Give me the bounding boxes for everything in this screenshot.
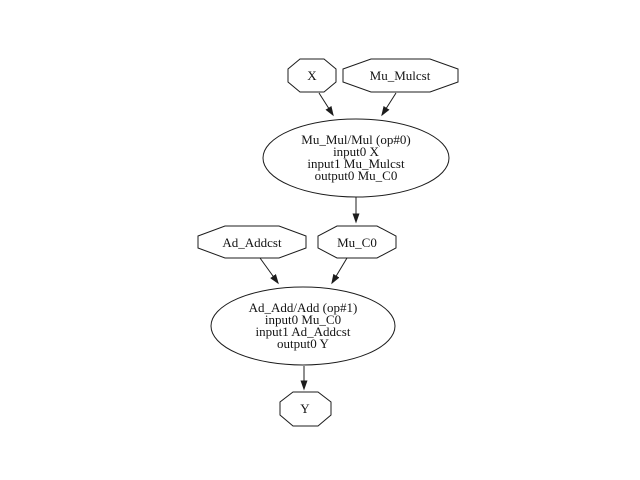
- node-mu-mulcst: Mu_Mulcst: [342, 58, 459, 93]
- node-ad-add-ellipse: [210, 286, 396, 366]
- node-y-octagon: [279, 391, 332, 427]
- node-ad-add: Ad_Add/Add (op#1) input0 Mu_C0 input1 Ad…: [210, 286, 396, 366]
- node-mu-mul-line-1: Mu_Mul/Mul (op#0): [301, 132, 410, 147]
- node-y: Y: [279, 391, 332, 427]
- edge-ad-addcst-to-ad-add: [259, 257, 279, 285]
- node-ad-add-line-3: input1 Ad_Addcst: [256, 324, 351, 339]
- node-ad-addcst-octagon: [197, 225, 307, 259]
- edge-x-to-mu-mul: [318, 92, 334, 117]
- node-mu-mulcst-label: Mu_Mulcst: [370, 68, 431, 83]
- node-ad-addcst-label: Ad_Addcst: [222, 235, 282, 250]
- edge-mu-c0-to-ad-add: [331, 257, 348, 285]
- edge-mu-mulcst-to-mu-mul: [381, 92, 397, 117]
- node-x: X: [287, 58, 337, 93]
- node-mu-mul: Mu_Mul/Mul (op#0) input0 X input1 Mu_Mul…: [262, 118, 450, 198]
- node-mu-c0-label: Mu_C0: [337, 235, 377, 250]
- node-mu-c0: Mu_C0: [317, 225, 397, 259]
- node-ad-add-line-4: output0 Y: [277, 336, 329, 351]
- node-ad-addcst: Ad_Addcst: [197, 225, 307, 259]
- node-mu-mulcst-octagon: [342, 58, 459, 93]
- node-mu-mul-line-3: input1 Mu_Mulcst: [307, 156, 405, 171]
- node-y-label: Y: [300, 401, 310, 416]
- node-x-label: X: [307, 68, 317, 83]
- node-mu-mul-ellipse: [262, 118, 450, 198]
- edges: [259, 92, 397, 391]
- node-mu-c0-octagon: [317, 225, 397, 259]
- node-ad-add-line-2: input0 Mu_C0: [265, 312, 341, 327]
- node-mu-mul-line-4: output0 Mu_C0: [315, 168, 398, 183]
- node-mu-mul-line-2: input0 X: [333, 144, 379, 159]
- node-ad-add-line-1: Ad_Add/Add (op#1): [249, 300, 358, 315]
- node-x-octagon: [287, 58, 337, 93]
